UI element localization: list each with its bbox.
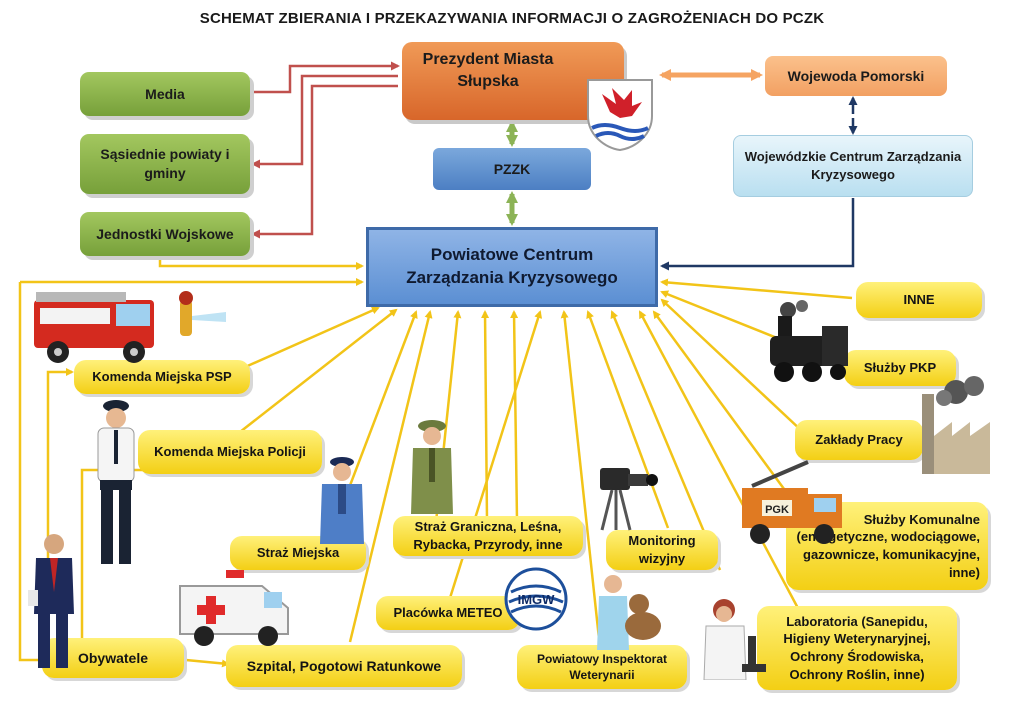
- pzzk-box: PZZK: [433, 148, 591, 190]
- ambulance-icon: [176, 570, 306, 650]
- monitoring-box: Monitoring wizyjny: [606, 530, 718, 570]
- szpital-box: Szpital, Pogotowi Ratunkowe: [226, 645, 462, 687]
- zaklady-pracy-box: Zakłady Pracy: [795, 420, 923, 460]
- slupsk-coat-of-arms-icon: [582, 76, 658, 152]
- businessman-icon: [26, 532, 82, 672]
- sasiednie-powiaty-box: Sąsiednie powiaty i gminy: [80, 134, 250, 194]
- placowka-meteo-box: Placówka METEO: [376, 596, 520, 630]
- imgw-logo-text: IMGW: [518, 592, 556, 607]
- jednostki-wojskowe-box: Jednostki Wojskowe: [80, 212, 250, 256]
- vet-with-dog-icon: [595, 574, 665, 650]
- utility-truck-icon: PGK: [738, 458, 846, 550]
- komenda-psp-box: Komenda Miejska PSP: [74, 360, 250, 394]
- arrow-prezydent-to-sasiednie: [251, 74, 398, 169]
- fire-truck-icon: [30, 290, 230, 370]
- city-guard-icon: [312, 454, 372, 544]
- diagram-title: SCHEMAT ZBIERANIA I PRZEKAZYWANIA INFORM…: [199, 10, 825, 27]
- komenda-policji-box: Komenda Miejska Policji: [138, 430, 322, 474]
- lab-microscope-icon: [700, 596, 770, 681]
- inne-box: INNE: [856, 282, 982, 318]
- straz-miejska-box: Straż Miejska: [230, 536, 366, 570]
- arrow-prezydent-to-jednostki: [251, 84, 398, 239]
- straz-graniczna-box: Straż Graniczna, Leśna, Rybacka, Przyrod…: [393, 516, 583, 556]
- pczk-box: Powiatowe Centrum Zarządzania Kryzysoweg…: [366, 227, 658, 307]
- wczk-box: Wojewódzkie Centrum Zarządzania Kryzysow…: [733, 135, 973, 197]
- imgw-logo-icon: IMGW: [503, 566, 569, 632]
- media-box: Media: [80, 72, 250, 116]
- border-guard-icon: [405, 418, 459, 514]
- inspektorat-box: Powiatowy Inspektorat Weterynarii: [517, 645, 687, 689]
- truck-logo-text: PGK: [765, 504, 789, 516]
- police-officer-icon: [86, 396, 146, 572]
- arrow-media-to-prezydent: [250, 61, 400, 94]
- locomotive-icon: [762, 300, 854, 388]
- laboratoria-box: Laboratoria (Sanepidu, Higieny Weterynar…: [757, 606, 957, 690]
- factory-icon: [918, 376, 998, 476]
- sluzby-pkp-box: Służby PKP: [844, 350, 956, 386]
- video-camera-icon: [592, 462, 672, 532]
- wojewoda-box: Wojewoda Pomorski: [765, 56, 947, 96]
